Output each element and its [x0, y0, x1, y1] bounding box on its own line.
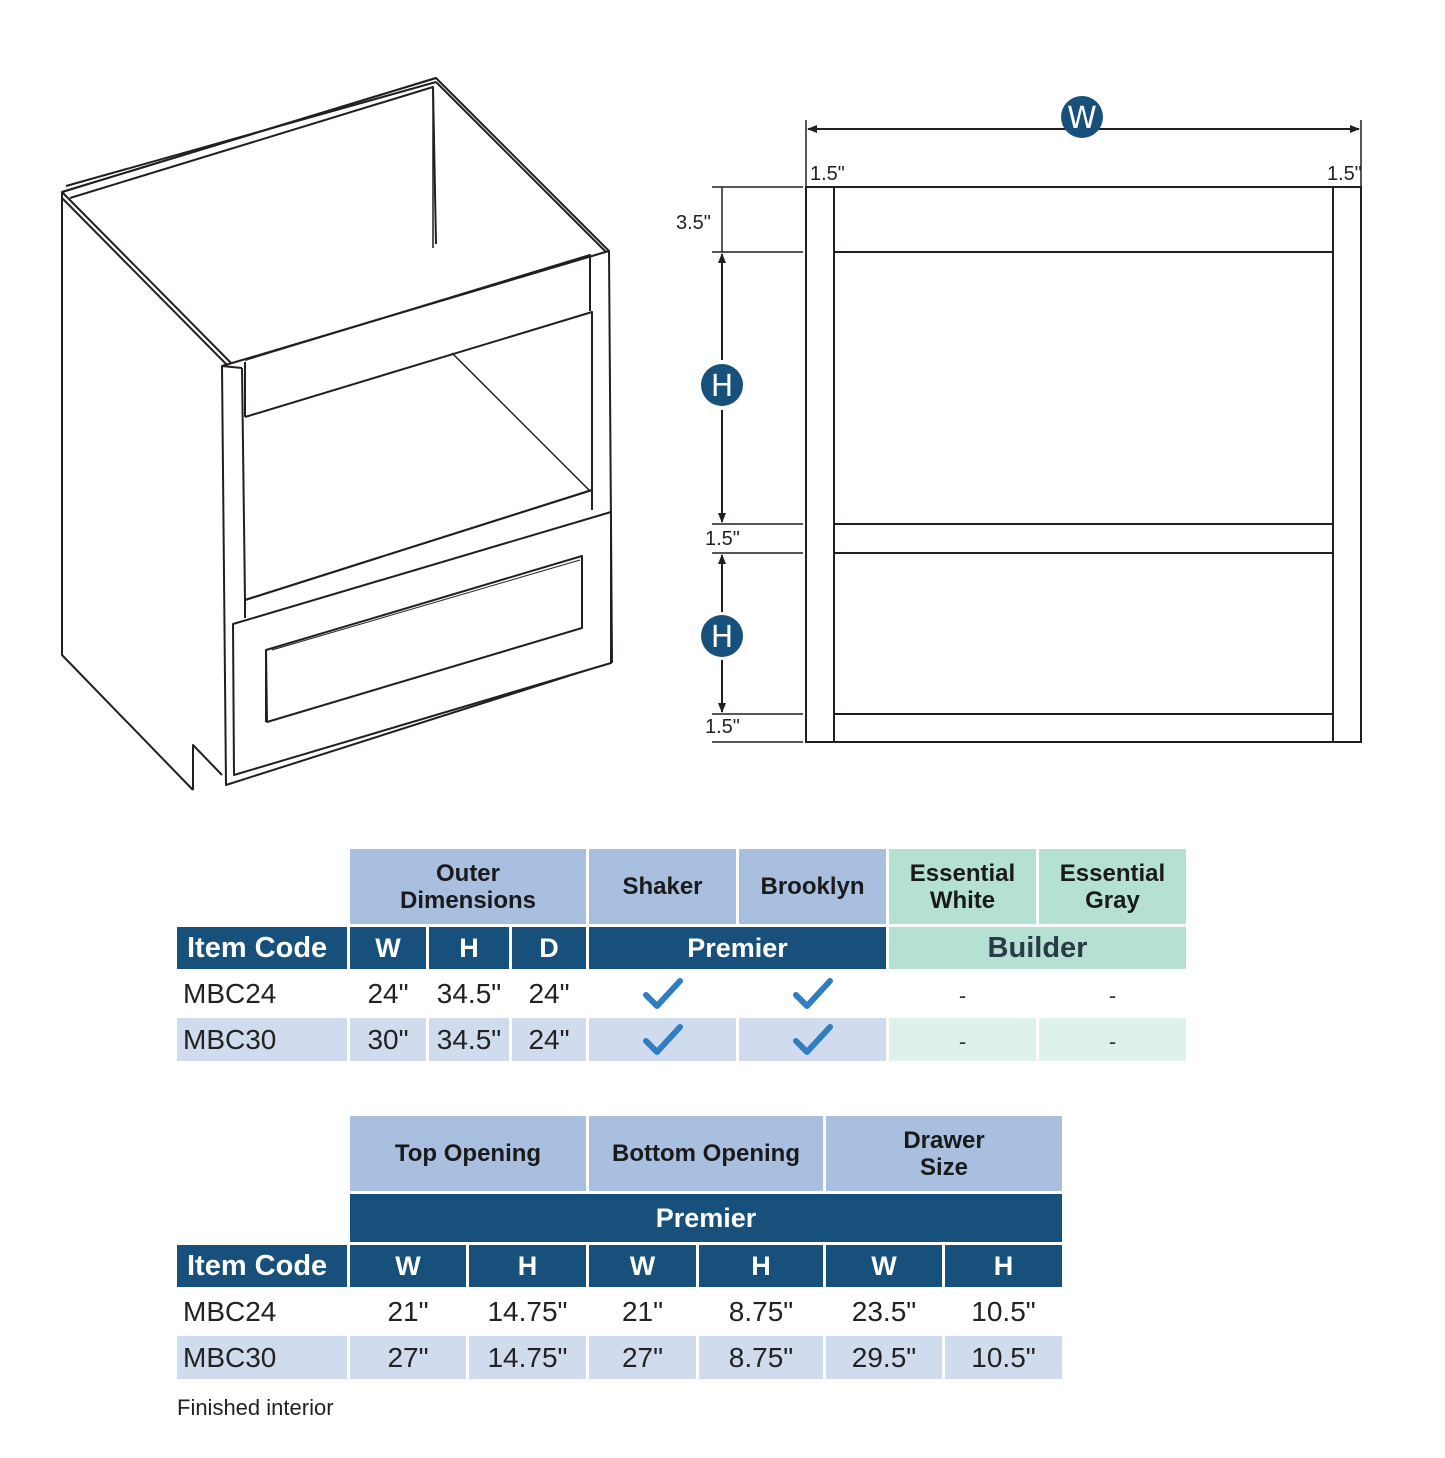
- item-code-cell: MBC30: [177, 1336, 347, 1379]
- h-header: H: [429, 927, 509, 969]
- checkmark-icon: [792, 978, 833, 1010]
- bottom-w-header: W: [589, 1245, 696, 1287]
- d-header: D: [512, 927, 586, 969]
- premier-header: Premier: [350, 1194, 1062, 1242]
- table-row: MBC24 21" 14.75" 21" 8.75" 23.5" 10.5": [177, 1290, 1062, 1333]
- drawer-w-header: W: [826, 1245, 942, 1287]
- item-code-cell: MBC30: [177, 1018, 347, 1061]
- w-header: W: [350, 927, 426, 969]
- shaker-header: Shaker: [589, 849, 736, 924]
- depth-cell: 24": [512, 1018, 586, 1061]
- bottom-opening-header: Bottom Opening: [589, 1116, 823, 1191]
- checkmark-icon: [792, 1024, 833, 1056]
- left-stile-dim: 1.5": [810, 163, 845, 185]
- drawer-height-cell: 10.5": [945, 1336, 1062, 1379]
- width-badge: W: [1061, 96, 1103, 138]
- openings-table: Top Opening Bottom Opening Drawer Size P…: [174, 1113, 1065, 1382]
- svg-text:H: H: [711, 369, 734, 404]
- drawer-width-cell: 29.5": [826, 1336, 942, 1379]
- cabinet-diagram: 1.5" 1.5" 3.5" 1.5" 1.5" W H H: [61, 77, 1362, 791]
- drawer-size-header: Drawer Size: [826, 1116, 1062, 1191]
- bottom-height-cell: 8.75": [728, 1295, 794, 1327]
- empty-corner: [177, 849, 347, 924]
- top-height-cell: 14.75": [487, 1295, 568, 1327]
- cabinet-isometric: [61, 77, 613, 791]
- brooklyn-cell: [739, 1018, 886, 1061]
- shaker-cell: [589, 972, 736, 1015]
- width-cell: 30": [350, 1018, 426, 1061]
- right-stile-dim: 1.5": [1327, 163, 1362, 185]
- cabinet-left-side: [61, 192, 194, 791]
- height-cell: 34.5": [436, 977, 502, 1009]
- checkmark-icon: [642, 1024, 683, 1056]
- essential-white-cell: -: [958, 982, 967, 1008]
- top-rail-dim: 3.5": [676, 212, 711, 234]
- essential-white-header: Essential White: [889, 849, 1036, 924]
- item-code-cell: MBC24: [183, 1295, 277, 1327]
- lower-height-badge: H: [701, 615, 743, 657]
- bottom-width-cell: 21": [621, 1295, 664, 1327]
- drawer-h-header: H: [945, 1245, 1062, 1287]
- width-cell: 24": [367, 977, 409, 1009]
- empty-corner: [177, 1116, 347, 1191]
- table-row: MBC24 24" 34.5" 24" - -: [177, 972, 1186, 1015]
- height-cell: 34.5": [429, 1018, 509, 1061]
- bottom-h-header: H: [699, 1245, 823, 1287]
- top-width-cell: 27": [350, 1336, 466, 1379]
- bottom-height-cell: 8.75": [699, 1336, 823, 1379]
- essential-gray-cell: -: [1039, 1018, 1186, 1061]
- drawer-height-cell: 10.5": [971, 1295, 1036, 1327]
- upper-height-badge: H: [701, 364, 743, 406]
- drawer-width-cell: 23.5": [851, 1295, 917, 1327]
- top-height-cell: 14.75": [469, 1336, 586, 1379]
- elevation-outer-frame: [805, 186, 1362, 743]
- depth-cell: 24": [528, 977, 570, 1009]
- empty-corner: [177, 1194, 347, 1242]
- top-width-cell: 21": [387, 1295, 429, 1327]
- shaker-cell: [589, 1018, 736, 1061]
- table-row: MBC30 30" 34.5" 24" - -: [177, 1018, 1186, 1061]
- bottom-width-cell: 27": [589, 1336, 696, 1379]
- item-code-header: Item Code: [177, 927, 347, 969]
- outer-dimensions-header: Outer Dimensions: [350, 849, 586, 924]
- builder-header: Builder: [889, 927, 1186, 969]
- top-h-header: H: [469, 1245, 586, 1287]
- essential-white-cell: -: [889, 1018, 1036, 1061]
- cabinet-drawer-front: [232, 511, 612, 776]
- item-code-header: Item Code: [177, 1245, 347, 1287]
- svg-text:W: W: [1067, 101, 1097, 136]
- brooklyn-header: Brooklyn: [739, 849, 886, 924]
- top-w-header: W: [350, 1245, 466, 1287]
- premier-header: Premier: [589, 927, 886, 969]
- essential-gray-header: Essential Gray: [1039, 849, 1186, 924]
- bottom-rail-dim: 1.5": [705, 716, 740, 738]
- middle-rail-dim: 1.5": [705, 528, 740, 550]
- brooklyn-cell: [739, 972, 886, 1015]
- front-elevation: [712, 120, 1362, 743]
- table-row: MBC30 27" 14.75" 27" 8.75" 29.5" 10.5": [177, 1336, 1062, 1379]
- top-opening-header: Top Opening: [350, 1116, 586, 1191]
- essential-gray-cell: -: [1108, 982, 1117, 1008]
- checkmark-icon: [642, 978, 683, 1010]
- dimensions-table: Outer Dimensions Shaker Brooklyn Essenti…: [174, 846, 1189, 1064]
- svg-text:H: H: [711, 620, 734, 655]
- footnote: Finished interior: [177, 1395, 334, 1420]
- item-code-cell: MBC24: [183, 977, 277, 1009]
